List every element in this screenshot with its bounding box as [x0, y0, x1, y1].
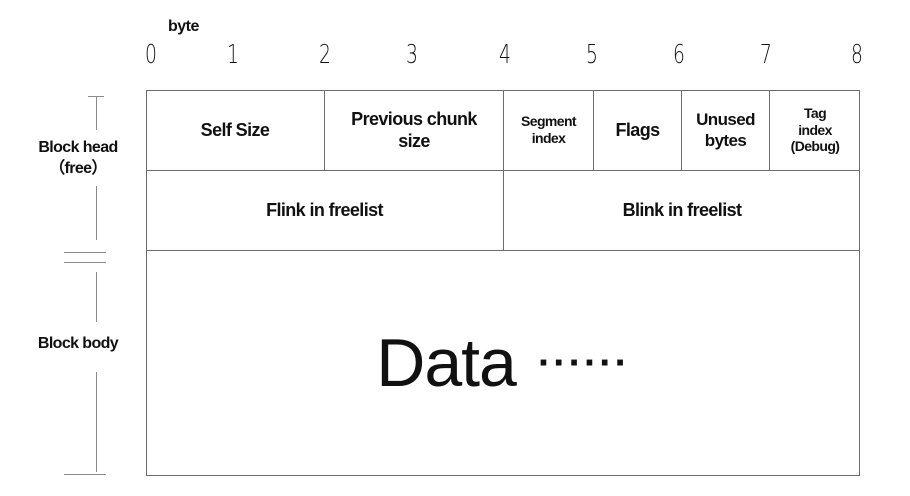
byte-tick-6: 6 [673, 40, 685, 70]
byte-tick-0: 0 [145, 40, 157, 70]
cell-previous-chunk-size-line1: Previous chunk [351, 108, 477, 129]
cell-tag-index-line3: (Debug) [790, 138, 840, 155]
cell-unused-bytes-line2: bytes [704, 131, 747, 150]
block-head-label: Block head （free） [20, 138, 136, 180]
cell-segment-index-line2: index [531, 130, 566, 146]
cell-segment-index-line1: Segment [521, 112, 577, 129]
byte-tick-7: 7 [760, 40, 772, 70]
row-divider-2 [146, 250, 860, 251]
row1-divider-6 [681, 90, 682, 170]
body-bracket-bottom [64, 474, 106, 475]
row1-divider-7 [769, 90, 770, 170]
cell-previous-chunk-size-line2: size [398, 131, 430, 151]
cell-flags: Flags [594, 90, 681, 170]
head-bracket-lower [96, 186, 97, 240]
cell-self-size-text: Self Size [200, 119, 270, 140]
body-bracket-lower [96, 372, 97, 472]
divider-4 [503, 90, 504, 250]
data-word: Data [376, 325, 517, 401]
row1-divider-2 [324, 90, 325, 170]
cell-blink-text: Blink in freelist [622, 200, 742, 221]
byte-tick-8: 8 [851, 40, 863, 70]
cell-data: Data ······ [146, 250, 860, 476]
byte-tick-1: 1 [227, 40, 239, 70]
cell-flink: Flink in freelist [146, 171, 503, 250]
byte-tick-4: 4 [499, 40, 511, 70]
cell-blink: Blink in freelist [504, 171, 860, 250]
body-bracket-upper [96, 272, 97, 322]
byte-tick-2: 2 [319, 40, 331, 70]
cell-segment-index: Segment index [504, 90, 593, 170]
cell-flink-text: Flink in freelist [266, 200, 383, 221]
byte-tick-3: 3 [406, 40, 418, 70]
cell-tag-index-line2: index [798, 121, 832, 138]
block-body-label: Block body [37, 335, 119, 352]
block-head-label-line2: （free） [49, 159, 107, 177]
cell-unused-bytes-line1: Unused [696, 109, 755, 129]
break-mark-2 [64, 262, 106, 263]
row1-divider-5 [593, 90, 594, 170]
axis-title: byte [168, 18, 199, 35]
cell-previous-chunk-size: Previous chunk size [325, 90, 503, 170]
cell-tag-index: Tag index (Debug) [770, 90, 860, 170]
block-head-label-line1: Block head [38, 139, 118, 156]
cell-flags-text: Flags [615, 119, 660, 140]
byte-tick-5: 5 [586, 40, 598, 70]
cell-tag-index-line1: Tag [803, 104, 827, 121]
cell-unused-bytes: Unused bytes [682, 90, 769, 170]
data-dots: ······ [537, 340, 630, 385]
cell-self-size: Self Size [146, 90, 324, 170]
break-mark-1 [64, 252, 106, 253]
head-bracket-upper [96, 96, 97, 130]
